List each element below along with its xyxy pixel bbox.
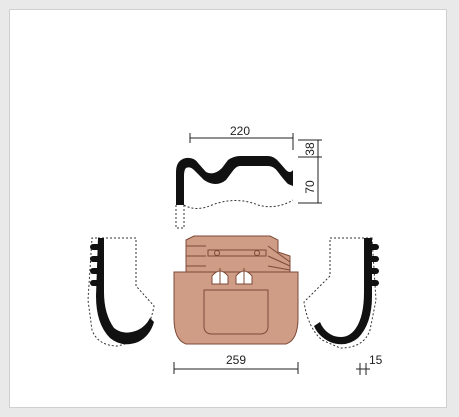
tile-front-view bbox=[173, 235, 299, 345]
right-side-wall bbox=[314, 238, 372, 345]
tile-upper-body bbox=[185, 235, 291, 275]
dimension-side-height-label: 70 bbox=[303, 180, 317, 194]
left-side-profile bbox=[87, 237, 155, 347]
top-profile-view bbox=[175, 156, 294, 229]
right-side-profile bbox=[303, 237, 379, 349]
top-profile-lower-tail bbox=[175, 205, 185, 229]
left-side-wall bbox=[96, 238, 154, 345]
tile-ribs bbox=[186, 245, 291, 271]
dimension-top-width: 220 bbox=[189, 124, 294, 150]
right-side-ribs bbox=[366, 244, 379, 286]
top-profile-underside bbox=[183, 199, 294, 209]
dimension-bottom-width: 259 bbox=[173, 353, 299, 374]
tile-nib-bar bbox=[207, 249, 267, 257]
dimension-top-width-label: 220 bbox=[230, 124, 250, 138]
top-profile-shape bbox=[176, 156, 293, 205]
left-side-ribs bbox=[90, 244, 102, 286]
dimension-bottom-width-label: 259 bbox=[226, 353, 246, 367]
dimension-top-rise-label: 38 bbox=[303, 142, 317, 156]
tile-nail-hole-right bbox=[254, 250, 260, 256]
dimension-edge-thickness-label: 15 bbox=[369, 353, 383, 367]
tile-inner-panel bbox=[203, 289, 269, 335]
dimension-edge-thickness: 15 bbox=[356, 353, 383, 375]
dimension-vertical: 38 70 bbox=[298, 139, 322, 204]
tile-nail-hole-left bbox=[214, 250, 220, 256]
